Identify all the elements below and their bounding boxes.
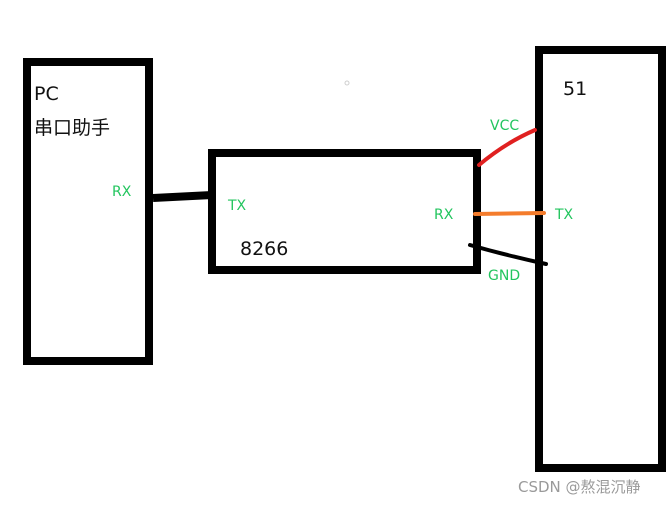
stray-dot [344, 80, 350, 86]
pc-subtitle: 串口助手 [34, 117, 111, 139]
wire-vcc [477, 128, 537, 167]
esp-rx-label: RX [434, 207, 454, 223]
mcu-vcc-label: VCC [490, 118, 520, 134]
pc-rx-label: RX [112, 184, 132, 200]
mcu-title: 51 [563, 78, 588, 100]
pc-title: PC [34, 83, 59, 105]
mcu-tx-label: TX [555, 207, 574, 223]
esp8266-box [208, 149, 481, 274]
watermark: CSDN @熬混沉静 [518, 478, 641, 496]
pc-box [23, 58, 153, 365]
wire-pc-rx-to-8266-tx [152, 191, 213, 202]
wire-rx-to-tx [473, 211, 546, 216]
wire-gnd [468, 243, 548, 266]
mcu51-box [535, 46, 666, 472]
mcu-gnd-label: GND [488, 268, 521, 284]
esp-tx-label: TX [228, 198, 247, 214]
esp-title: 8266 [240, 238, 289, 260]
